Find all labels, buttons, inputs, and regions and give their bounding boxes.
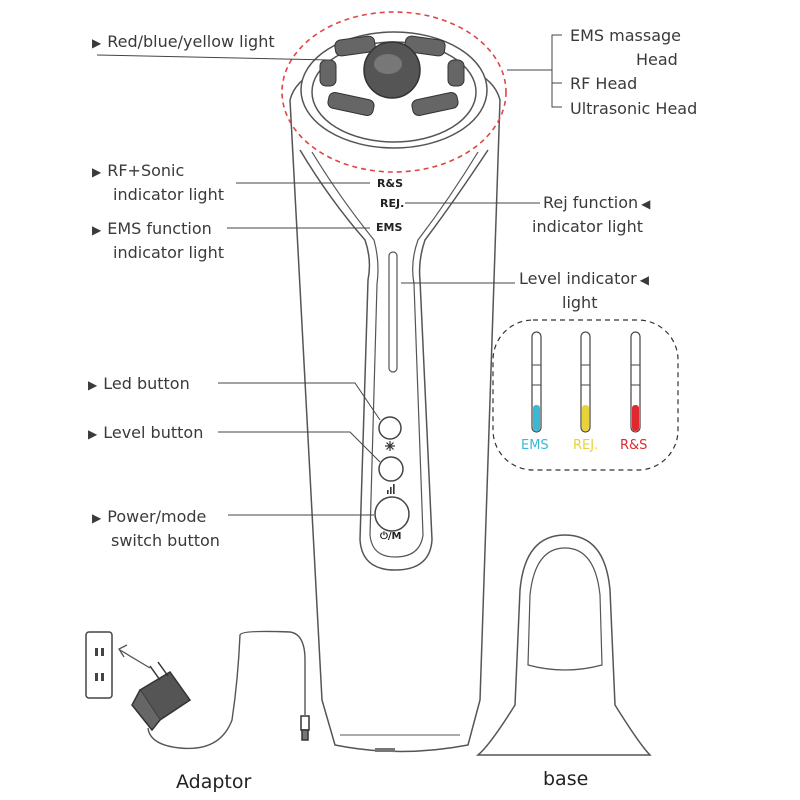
triangle-pointer-icon: ▶: [92, 36, 102, 50]
triangle-pointer-left-icon: ◀: [641, 197, 651, 211]
legend-rs: R&S: [620, 438, 648, 453]
label-rej-function: Rej function◀: [543, 193, 651, 212]
triangle-pointer-icon: ▶: [92, 511, 102, 525]
label-ems-head: EMS massage: [570, 26, 682, 45]
legend-ems: EMS: [521, 438, 549, 453]
wall-outlet-icon: [85, 631, 113, 699]
label-rf-sonic-2: indicator light: [113, 185, 224, 204]
label-ems-function-2: indicator light: [113, 243, 224, 262]
triangle-pointer-icon: ▶: [92, 165, 102, 179]
legend-box: [492, 319, 679, 471]
mark-rs: R&S: [377, 177, 403, 190]
label-power-mode-2: switch button: [111, 531, 220, 550]
label-led-button: ▶Led button: [88, 374, 190, 393]
level-indicator-slot: [388, 251, 398, 373]
label-level-button: ▶Level button: [88, 423, 204, 442]
label-rby-light: ▶Red/blue/yellow light: [92, 32, 275, 51]
triangle-pointer-icon: ▶: [92, 223, 102, 237]
mark-rej: REJ.: [380, 197, 405, 210]
label-ultrasonic-head: Ultrasonic Head: [570, 99, 698, 118]
label-level-indicator-2: light: [562, 293, 598, 312]
led-button-shape[interactable]: [378, 416, 402, 440]
power-icon: ⏻/M: [380, 531, 402, 542]
label-rf-sonic: ▶RF+Sonic: [92, 161, 185, 180]
triangle-pointer-left-icon: ◀: [639, 273, 649, 287]
label-ems-function: ▶EMS function: [92, 219, 212, 238]
head-pads: [319, 35, 465, 116]
power-button-shape[interactable]: [374, 496, 410, 532]
legend-rej: REJ.: [573, 438, 599, 453]
front-panel: [299, 149, 489, 571]
device-body: [289, 54, 501, 753]
legend-tubes: [531, 331, 641, 433]
adaptor-label: Adaptor: [176, 771, 252, 793]
label-rf-head: RF Head: [570, 74, 638, 93]
triangle-pointer-icon: ▶: [88, 378, 98, 392]
triangle-pointer-icon: ▶: [88, 427, 98, 441]
sun-icon: [385, 441, 395, 451]
adaptor-icon: [131, 630, 310, 750]
mark-ems: EMS: [376, 221, 403, 234]
label-level-indicator: Level indicator◀: [519, 269, 649, 288]
signal-bars-icon: [387, 484, 395, 494]
label-power-mode: ▶Power/mode: [92, 507, 207, 526]
base-label: base: [543, 768, 589, 790]
level-button-shape[interactable]: [378, 456, 404, 482]
label-rej-function-2: indicator light: [532, 217, 643, 236]
head-highlight-circle: [281, 11, 507, 173]
plug-arrow-icon: [118, 644, 151, 669]
label-ems-head-2: Head: [636, 50, 678, 69]
